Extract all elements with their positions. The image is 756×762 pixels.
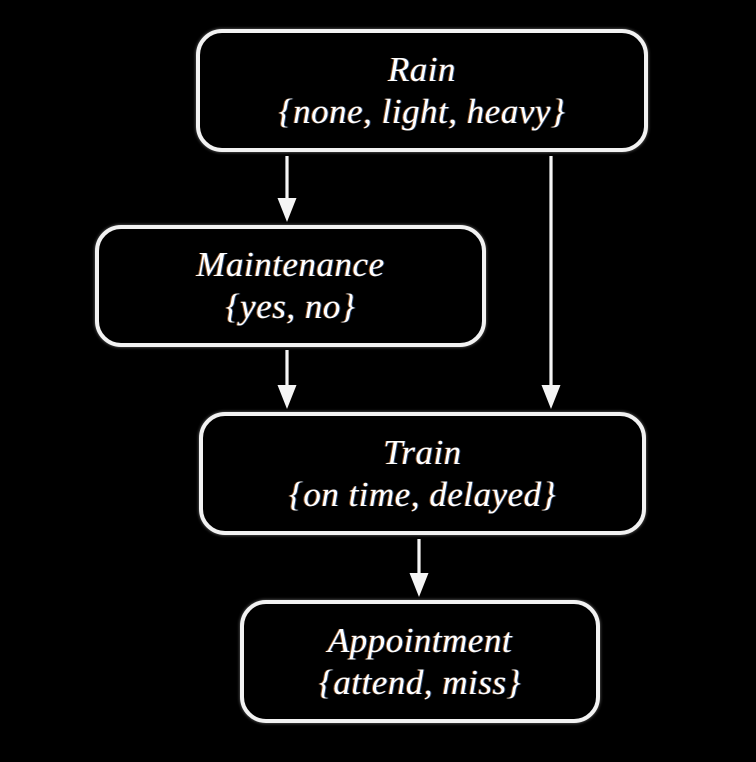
- node-rain-states: {none, light, heavy}: [278, 91, 566, 131]
- node-maintenance[interactable]: Maintenance {yes, no}: [95, 225, 486, 347]
- edge-rain-to-maintenance-arrowhead: [277, 198, 297, 222]
- node-train[interactable]: Train {on time, delayed}: [199, 412, 646, 535]
- node-train-label: Train: [383, 432, 462, 472]
- node-maintenance-label: Maintenance: [196, 245, 385, 285]
- node-appointment-label: Appointment: [327, 620, 513, 660]
- edge-train-to-appointment-arrowhead: [409, 573, 429, 597]
- node-train-states: {on time, delayed}: [288, 474, 557, 514]
- node-rain[interactable]: Rain {none, light, heavy}: [196, 29, 648, 152]
- node-rain-label: Rain: [387, 49, 457, 89]
- edge-maintenance-to-train-arrowhead: [277, 385, 297, 409]
- edge-rain-to-train-arrowhead: [541, 385, 561, 409]
- node-appointment[interactable]: Appointment {attend, miss}: [240, 600, 600, 723]
- node-appointment-states: {attend, miss}: [318, 662, 522, 702]
- node-maintenance-states: {yes, no}: [225, 287, 356, 326]
